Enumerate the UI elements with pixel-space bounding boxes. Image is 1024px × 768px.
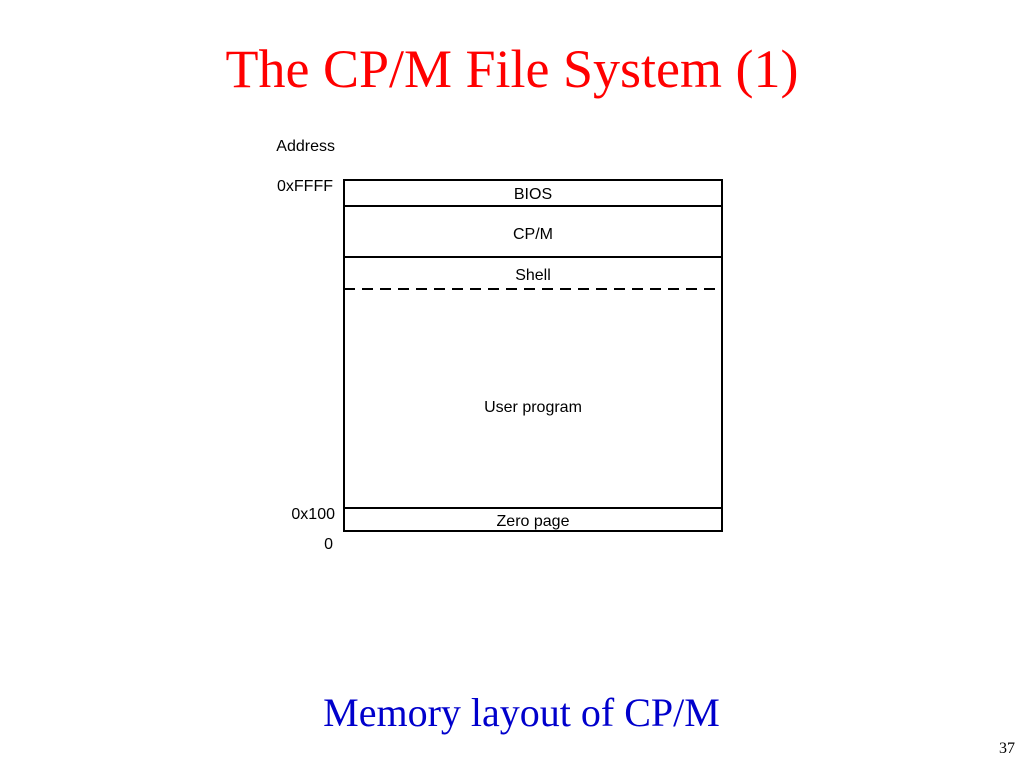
region-user-program: User program — [484, 399, 582, 416]
slide-caption: Memory layout of CP/M — [323, 690, 720, 735]
region-cpm: CP/M — [513, 226, 553, 243]
memory-block — [343, 179, 723, 532]
address-header: Address — [276, 138, 335, 155]
address-0xffff: 0xFFFF — [277, 178, 333, 195]
region-bios: BIOS — [514, 186, 552, 203]
region-shell: Shell — [515, 267, 551, 284]
page-number: 37 — [999, 740, 1015, 757]
address-0: 0 — [324, 536, 333, 553]
address-0x100: 0x100 — [291, 506, 335, 523]
region-zero-page: Zero page — [497, 513, 570, 530]
slide-title: The CP/M File System (1) — [225, 39, 799, 99]
